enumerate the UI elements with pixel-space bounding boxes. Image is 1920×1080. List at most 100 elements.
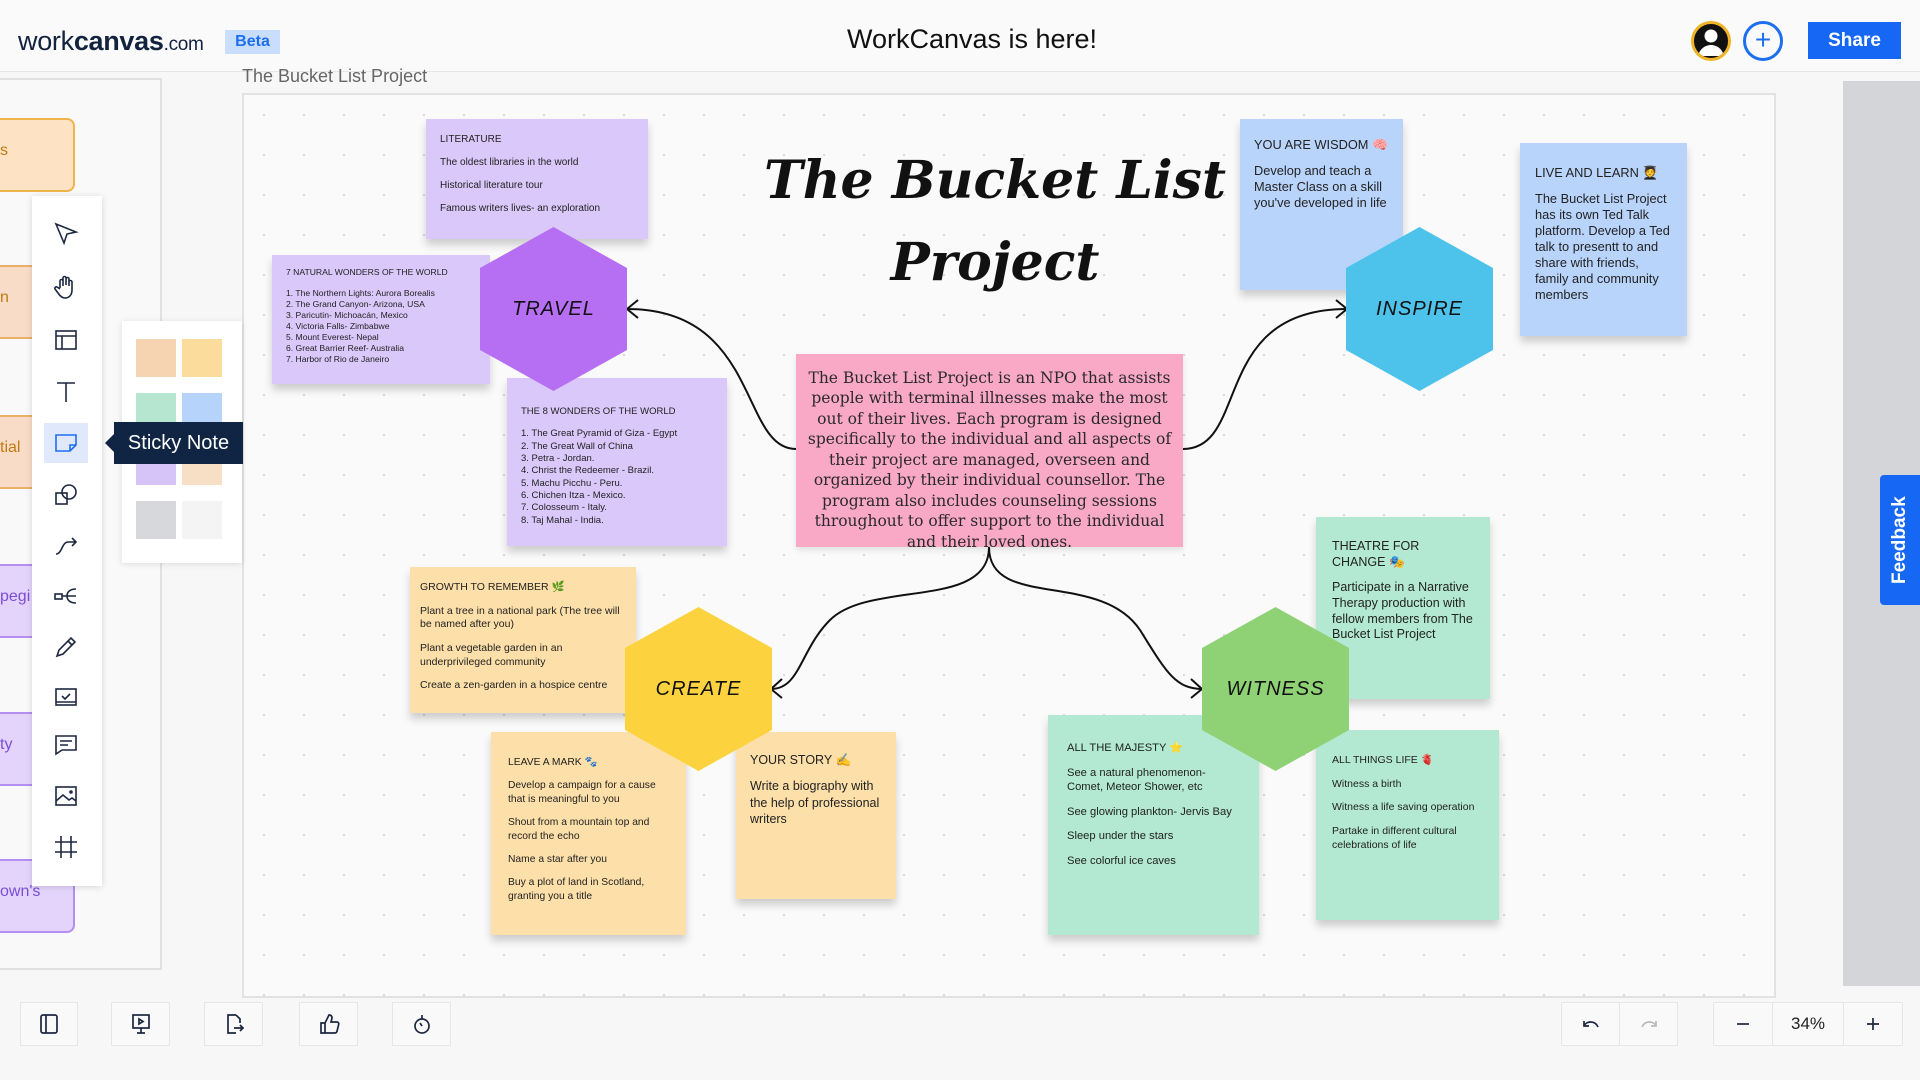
sticky-note-story[interactable]: YOUR STORY ✍️Write a biography with the … — [736, 732, 896, 899]
partial-card[interactable]: s — [0, 118, 75, 192]
mind-map-tool[interactable] — [44, 576, 88, 616]
presentation-icon — [131, 1014, 150, 1034]
sticky-note-mark[interactable]: LEAVE A MARK 🐾Develop a campaign for a c… — [491, 732, 686, 935]
frame-hash-icon — [55, 836, 77, 858]
logo-text-suffix: .com — [163, 34, 204, 55]
export-button[interactable] — [204, 1002, 263, 1046]
cursor-arrow-icon — [54, 222, 79, 246]
sticky-note-item: 7. Harbor of Rio de Janeiro — [286, 354, 390, 364]
curved-arrow-icon — [55, 537, 78, 555]
hexagon-inspire[interactable]: INSPIRE — [1346, 227, 1493, 391]
vote-button[interactable] — [299, 1002, 358, 1046]
redo-icon — [1640, 1021, 1657, 1028]
logo-text-light: work — [18, 26, 74, 56]
sticky-note-item: 1. The Great Pyramid of Giza - Egypt — [521, 428, 678, 440]
sticky-note-title: LITERATURE — [440, 134, 502, 145]
sticky-note-item: The oldest libraries in the world — [440, 157, 579, 168]
hexagon-travel[interactable]: TRAVEL — [480, 227, 627, 391]
sticky-note-title: LIVE AND LEARN 🧑‍🎓 — [1535, 165, 1659, 180]
sticky-color-swatch[interactable] — [182, 339, 222, 377]
sticky-note-live[interactable]: LIVE AND LEARN 🧑‍🎓 The Bucket List Projec… — [1520, 143, 1687, 336]
undo-icon — [1582, 1021, 1599, 1028]
frame-label[interactable]: The Bucket List Project — [242, 66, 428, 86]
zoom-in-button[interactable] — [1843, 1002, 1903, 1046]
beta-badge: Beta — [225, 30, 280, 54]
comment-icon — [55, 735, 77, 756]
sticky-color-swatch[interactable] — [136, 339, 176, 377]
undo-button[interactable] — [1561, 1002, 1620, 1046]
sticky-note-title: ALL THINGS LIFE 🫀 — [1332, 754, 1434, 766]
zoom-level[interactable]: 34% — [1772, 1002, 1844, 1046]
text-tool[interactable] — [44, 372, 88, 412]
sticky-note-item: Write a biography with the help of profe… — [750, 779, 880, 826]
select-tool[interactable] — [44, 213, 88, 253]
sticky-note-item: The Bucket List Project has its own Ted … — [1535, 190, 1670, 302]
sticky-note-item: 8. Taj Mahal - India. — [521, 514, 604, 526]
sticky-note-item: 2. The Great Wall of China — [521, 440, 633, 452]
hexagon-label: TRAVEL — [512, 297, 595, 320]
layout-icon — [55, 330, 77, 350]
add-collaborator-button[interactable]: + — [1743, 21, 1783, 61]
sticky-note-item: Historical literature tour — [440, 180, 543, 191]
zoom-out-button[interactable] — [1713, 1002, 1773, 1046]
sticky-note-icon — [55, 434, 77, 452]
hexagon-create[interactable]: CREATE — [625, 607, 772, 771]
sticky-note-item: Witness a life saving operation — [1332, 801, 1475, 814]
sticky-note-majesty[interactable]: ALL THE MAJESTY ⭐See a natural phenomeno… — [1048, 715, 1259, 935]
shapes-tool[interactable] — [44, 475, 88, 515]
share-button[interactable]: Share — [1808, 22, 1901, 59]
sticky-note-item: Name a star after you — [508, 853, 608, 865]
toggle-sidebar-button[interactable] — [20, 1002, 78, 1046]
sticky-color-swatch[interactable] — [136, 501, 176, 539]
sticky-note-title: YOU ARE WISDOM 🧠 — [1254, 137, 1388, 152]
pen-tool[interactable] — [44, 627, 88, 667]
hand-tool[interactable] — [44, 267, 88, 307]
sticky-note-item: 6. Chichen Itza - Mexico. — [521, 490, 626, 502]
image-tool[interactable] — [44, 776, 88, 816]
workcanvas-logo[interactable]: workcanvas.com — [18, 26, 204, 57]
sticky-note-item: Buy a plot of land in Scotland, granting… — [508, 877, 645, 902]
template-tool[interactable] — [44, 320, 88, 360]
sticky-note-item: 5. Machu Picchu - Peru. — [521, 477, 623, 489]
connector-tool[interactable] — [44, 526, 88, 566]
checkbox-card-icon — [55, 688, 77, 706]
hexagon-witness[interactable]: WITNESS — [1202, 607, 1349, 771]
sticky-note-item: 1. The Northern Lights: Aurora Borealis — [286, 288, 435, 298]
arrow-to-witness — [988, 546, 1203, 690]
hexagon-label: INSPIRE — [1375, 297, 1464, 320]
sticky-note-growth[interactable]: GROWTH TO REMEMBER 🌿Plant a tree in a na… — [410, 567, 636, 713]
sticky-note-item: Famous writers lives- an exploration — [440, 203, 601, 214]
sticky-note-item: Develop a campaign for a cause that is m… — [508, 780, 656, 805]
mind-map-icon — [54, 588, 77, 604]
sticky-note-item: Partake in different cultural celebratio… — [1332, 824, 1457, 851]
sticky-note-item: 3. Paricutin- Michoacán, Mexico — [286, 310, 408, 320]
hexagon-shape — [480, 227, 627, 391]
redo-button[interactable] — [1619, 1002, 1678, 1046]
tool-tooltip: Sticky Note — [105, 422, 243, 464]
logo-text-bold: canvas — [73, 26, 164, 56]
arrow-to-create — [770, 546, 990, 690]
description-note[interactable]: The Bucket List Project is an NPO that a… — [796, 354, 1183, 551]
sticky-color-swatch[interactable] — [182, 501, 222, 539]
sticky-note-literature[interactable]: LITERATURE The oldest libraries in the wo… — [426, 119, 648, 239]
sticky-note-tool[interactable] — [44, 423, 88, 463]
arrow-to-inspire — [1182, 308, 1348, 450]
file-export-icon — [226, 1014, 244, 1034]
sticky-note-item: 6. Great Barrier Reef- Australia — [286, 343, 404, 353]
task-tool[interactable] — [44, 677, 88, 717]
sticky-note-item: 5. Mount Everest- Nepal — [286, 332, 379, 342]
comment-tool[interactable] — [44, 725, 88, 765]
present-button[interactable] — [111, 1002, 170, 1046]
sticky-note-wisdom[interactable]: YOU ARE WISDOM 🧠Develop and teach a Mast… — [1240, 119, 1403, 290]
sticky-note-item: Plant a tree in a national park (The tre… — [420, 604, 620, 631]
shapes-icon — [55, 484, 77, 505]
user-avatar-icon[interactable] — [1691, 21, 1731, 61]
feedback-button[interactable]: Feedback — [1880, 475, 1920, 605]
timer-button[interactable] — [392, 1002, 451, 1046]
sticky-note-item: 4. Victoria Falls- Zimbabwe — [286, 321, 390, 331]
frame-tool[interactable] — [44, 827, 88, 867]
